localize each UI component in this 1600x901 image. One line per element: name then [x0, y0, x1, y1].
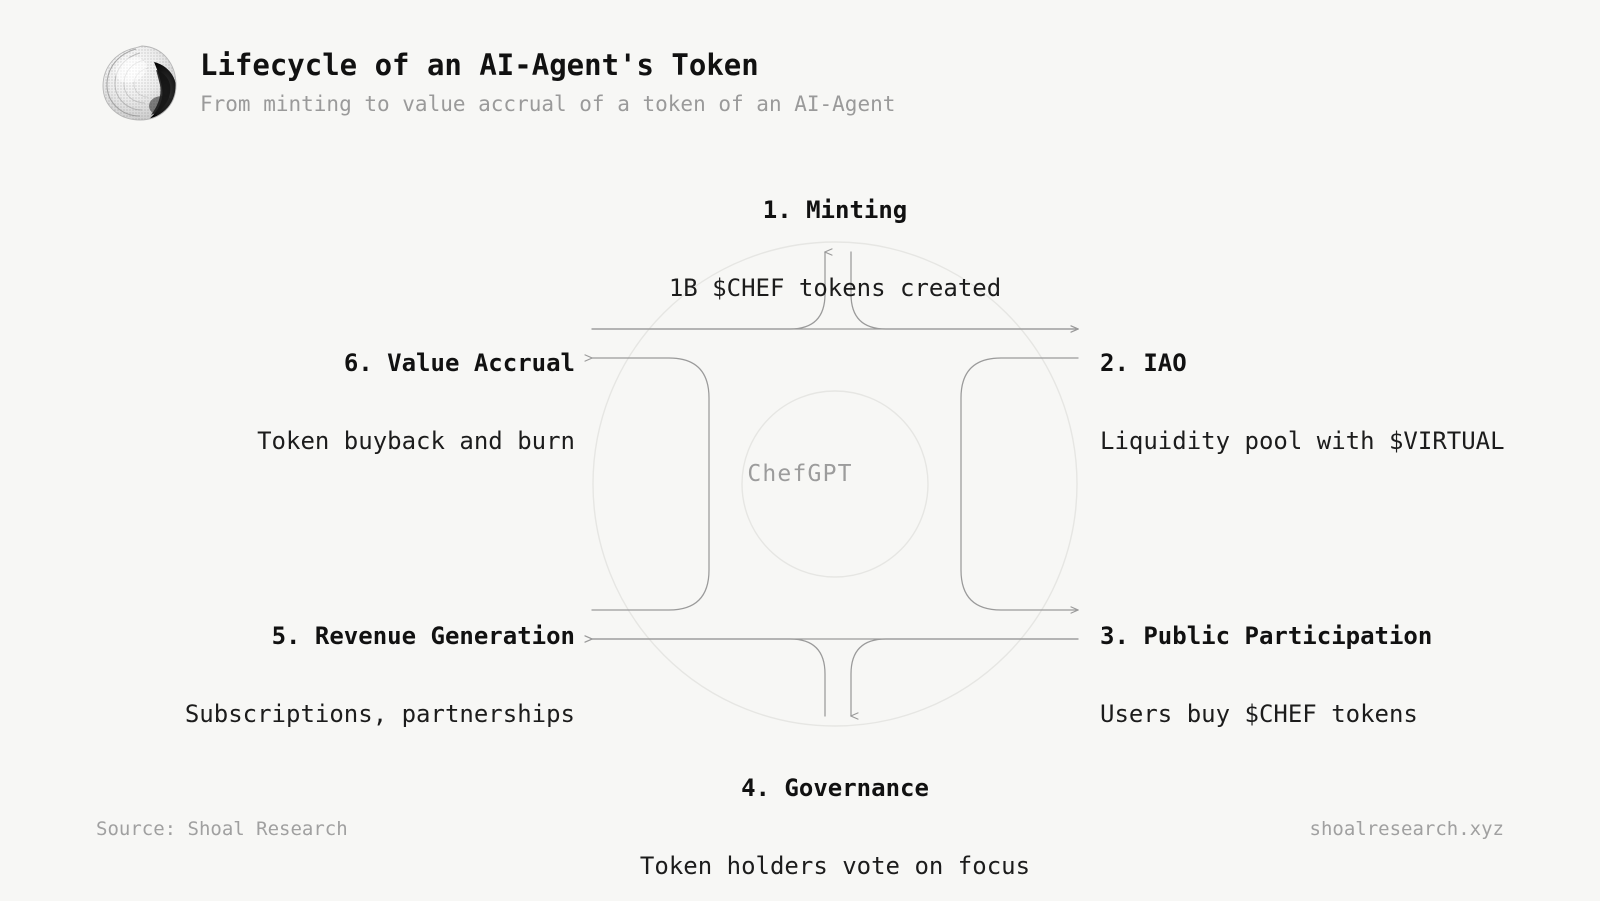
- node-value-accrual-desc: Token buyback and burn: [257, 426, 575, 455]
- node-governance[interactable]: 4. Governance Token holders vote on focu…: [520, 733, 1150, 901]
- footer-website[interactable]: shoalresearch.xyz: [1309, 818, 1504, 840]
- page-header: Lifecycle of an AI-Agent's Token From mi…: [96, 38, 895, 126]
- node-iao-title: 2. IAO: [1100, 349, 1187, 378]
- node-value-accrual-title: 6. Value Accrual: [343, 349, 575, 378]
- node-minting-title: 1. Minting: [762, 196, 908, 225]
- shoal-shell-logo-icon: [96, 40, 182, 126]
- node-public-participation-desc: Users buy $CHEF tokens: [1100, 699, 1418, 728]
- node-public-participation[interactable]: 3. Public Participation Users buy $CHEF …: [1100, 581, 1570, 749]
- connector-governance-to-revenue: [592, 639, 826, 717]
- node-public-participation-title: 3. Public Participation: [1100, 622, 1433, 651]
- node-iao-desc: Liquidity pool with $VIRTUAL: [1100, 426, 1505, 455]
- connector-to-governance: [851, 638, 1079, 716]
- footer-source: Source: Shoal Research: [96, 818, 348, 840]
- node-iao[interactable]: 2. IAO Liquidity pool with $VIRTUAL: [1100, 308, 1570, 476]
- node-minting[interactable]: 1. Minting 1B $CHEF tokens created: [520, 155, 1150, 323]
- node-value-accrual[interactable]: 6. Value Accrual Token buyback and burn: [30, 308, 575, 476]
- node-revenue-generation-desc: Subscriptions, partnerships: [184, 699, 575, 728]
- node-revenue-generation[interactable]: 5. Revenue Generation Subscriptions, par…: [30, 581, 575, 749]
- node-governance-title: 4. Governance: [741, 774, 929, 803]
- node-governance-desc: Token holders vote on focus: [639, 851, 1031, 880]
- node-minting-desc: 1B $CHEF tokens created: [668, 273, 1002, 302]
- page-title: Lifecycle of an AI-Agent's Token: [200, 48, 759, 82]
- page-subtitle: From minting to value accrual of a token…: [200, 92, 896, 117]
- diagram-center-label: ChefGPT: [747, 461, 853, 487]
- node-revenue-generation-title: 5. Revenue Generation: [271, 622, 575, 651]
- header-text-block: Lifecycle of an AI-Agent's Token From mi…: [200, 38, 895, 118]
